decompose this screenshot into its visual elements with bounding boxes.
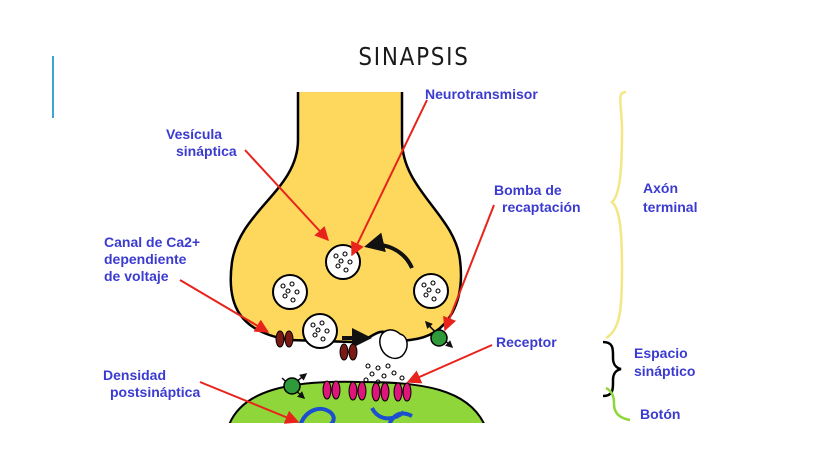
recycling-arrow: [364, 232, 414, 269]
reuptake-pump: [424, 320, 454, 349]
label-neurotransmisor: Neurotransmisor: [425, 86, 538, 102]
accent-line: [52, 56, 54, 118]
slide-title: SINAPSIS: [358, 42, 470, 71]
calcium-channel-1: [275, 330, 294, 348]
label-vesicula-line2: sináptica: [176, 143, 237, 159]
axon-brace: [605, 90, 627, 340]
label-boton: Botón: [640, 406, 680, 422]
pointer-neurotransmisor: [351, 99, 428, 257]
postsynaptic-pump: [281, 373, 308, 400]
label-canal-line2: dependiente: [104, 251, 187, 267]
vesicle-4: [302, 313, 338, 349]
label-axon-line2: terminal: [643, 199, 697, 215]
label-espacio-line1: Espacio: [634, 345, 688, 361]
label-canal-line1: Canal de Ca2+: [104, 234, 200, 250]
label-bomba-line1: Bomba de: [494, 182, 562, 198]
pointer-bomba: [443, 204, 495, 332]
postsynaptic-structure-right: [370, 406, 413, 423]
vesicle-3: [413, 273, 449, 309]
postsynaptic-structure-left: [299, 406, 336, 423]
boton-brace: [605, 386, 631, 422]
calcium-channel-2: [339, 343, 358, 361]
label-axon-line1: Axón: [643, 180, 678, 196]
pointer-canal: [179, 279, 270, 333]
pointer-densidad: [199, 381, 300, 424]
receptor-group: [322, 380, 412, 402]
label-receptor: Receptor: [496, 334, 557, 350]
pointer-receptor: [406, 344, 493, 384]
label-bomba-line2: recaptación: [502, 199, 581, 215]
label-canal-line3: de voltaje: [104, 268, 169, 284]
vesicle-2: [272, 274, 308, 310]
released-neurotransmitter: [363, 363, 405, 385]
label-vesicula-line1: Vesícula: [166, 126, 222, 142]
label-espacio-line2: sináptico: [634, 363, 695, 379]
exocytosis-bubble: [379, 329, 408, 360]
label-densidad-line2: postsináptica: [110, 384, 200, 400]
label-densidad-line1: Densidad: [103, 367, 166, 383]
espacio-brace: [602, 340, 622, 398]
pointer-vesicula: [244, 149, 329, 242]
